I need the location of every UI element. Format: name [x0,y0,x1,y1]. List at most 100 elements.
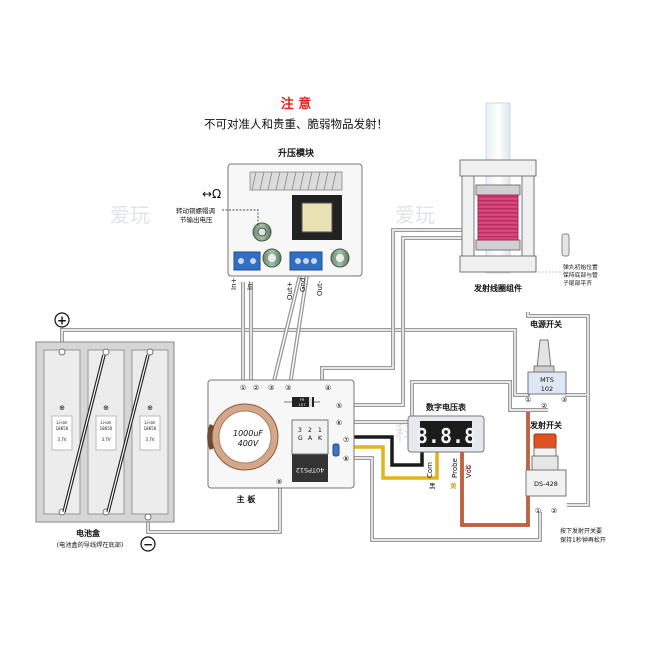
warning-title: 注 意 [281,96,312,112]
scr-pin-g: G [298,435,303,442]
boost-module-title: 升压模块 [278,147,315,159]
coil-assembly: 弹丸初始位置 保持底部与管 子尾部平齐 发射线圈组件 [459,102,598,293]
cell-2-plus: ⊕ [103,404,109,412]
scr-pin-1: 1 [318,427,322,434]
coil-note-1: 弹丸初始位置 [563,263,598,271]
battery-slot-3 [131,349,169,515]
terminal-plus-top [58,348,66,356]
adjust-pointer [222,209,259,226]
cell-3-plus: ⊕ [147,404,153,412]
wire-switch-2-core [345,381,548,423]
voltmeter-digits: 8.8.8 [416,424,476,448]
fire-note-1: 按下发射开关要 [560,527,602,535]
wire-voltmeter-black [345,435,424,467]
cell-2-size: 18650 [100,426,113,431]
main-capacitor-top [218,410,272,464]
main-board-title: 主 板 [237,494,257,504]
cell-1-plus: ⊕ [59,404,65,412]
terminal-screw [295,258,301,264]
terminal-in [233,251,261,271]
projectile [561,233,570,257]
terminal-screw [238,258,244,264]
cell-1-type: Li-ion [57,420,68,425]
board-pin-5: ⑤ [336,402,342,410]
minus-symbol: − [143,538,153,552]
board-pin-3b: ③ [285,384,291,392]
toggle-nut [533,365,555,373]
coil-frame-right [521,175,535,257]
cap-value: 1000uF [233,429,263,438]
resistor [332,443,340,457]
toggle-body [527,371,567,395]
wire-fire-1-core [345,457,541,541]
fire-switch-title: 发射开关 [529,420,562,430]
pin-gnd: Gnd [299,278,307,292]
diode-band [309,397,312,407]
diode-label-2: 107 [298,402,306,407]
coil-frame-top [459,159,537,177]
cell-2-label-bg [95,415,117,451]
wire-in-minus [249,282,258,387]
battery-box: ⊕ Li-ion 18650 3.7V ⊕ Li-ion 18650 3.7V … [35,312,175,552]
cell-3-voltage: 3.7V [145,437,154,442]
voltmeter-screen [420,421,472,447]
fire-pin-1: ① [535,507,541,515]
wire-fire-2-core [567,395,589,506]
fire-pin-2: ② [551,507,557,515]
adjust-note-1: 转动铜螺帽调 [176,206,215,215]
scr-silk [291,419,329,455]
fire-button-collar [533,447,557,457]
bobbin-top [475,184,521,196]
board-pin-6: ⑥ [336,419,342,427]
transformer-core [301,202,333,233]
toggle-lever [536,339,552,369]
label-vcc: Vcc [465,465,473,478]
series-link-2-core [107,354,149,513]
pin-out-minus: Out- [316,280,324,296]
scr-pin-a: A [308,435,313,442]
plus-marker [54,312,70,328]
rotate-arrow-icon: ↔Ω [202,187,221,201]
pot-screw [257,227,267,237]
cell-3-size: 18650 [144,426,157,431]
terminal-top-2 [102,348,110,356]
board-pin-8: ⑧ [343,455,349,463]
wire-coil-a-core [321,229,470,385]
fire-note-2: 保持1秒钟再松开 [560,536,606,544]
capacitor-stripe [207,424,215,450]
board-pin-7: ⑦ [343,436,349,444]
fire-switch-neck [531,455,559,471]
wire-gnd-core [289,274,308,386]
scr-pin-k: K [318,435,323,442]
coil-title: 发射线圈组件 [473,283,522,293]
wire-coil-b-core [345,237,470,406]
board-pin-4: ④ [325,384,331,392]
wires [60,228,590,542]
fire-button-cap [533,433,557,449]
terminal-screw [311,258,317,264]
adjust-note-2: 节输出电压 [180,215,213,224]
watermark-right: 爱玩 [395,203,435,227]
power-switch: 电源开关 MTS 102 ① ② ③ [525,319,567,410]
terminal-top-3 [146,348,154,356]
scr-tab [292,452,328,482]
wire-fire-1 [345,456,542,542]
cell-1-label-bg [51,415,73,451]
wire-voltmeter-yellow [345,445,439,480]
boost-module: 升压模块 [176,147,363,300]
cap-voltage: 400V [238,439,259,448]
cell-1-size: 18650 [56,426,69,431]
scr-label: 40TPS12 [296,466,325,474]
battery-box-title: 电池盒 [76,528,101,538]
pin-in-minus: In- [246,280,254,290]
label-com: Com [426,462,434,478]
main-board: 1000uF 400V FR 107 3 2 1 G A K 40TPS12 ①… [207,379,355,504]
battery-box-note: (电池盒的导线焊在底部) [57,541,124,549]
board-pin-2: ② [253,384,259,392]
plus-symbol: + [57,314,67,328]
fire-switch-model: DS-428 [534,480,558,488]
cell-1-voltage: 3.7V [57,437,66,442]
wire-switch-3-core [527,312,589,396]
wire-voltmeter-red-core [461,412,529,526]
warning-text: 不可对准人和贵重、脆弱物品发射！ [204,117,388,131]
